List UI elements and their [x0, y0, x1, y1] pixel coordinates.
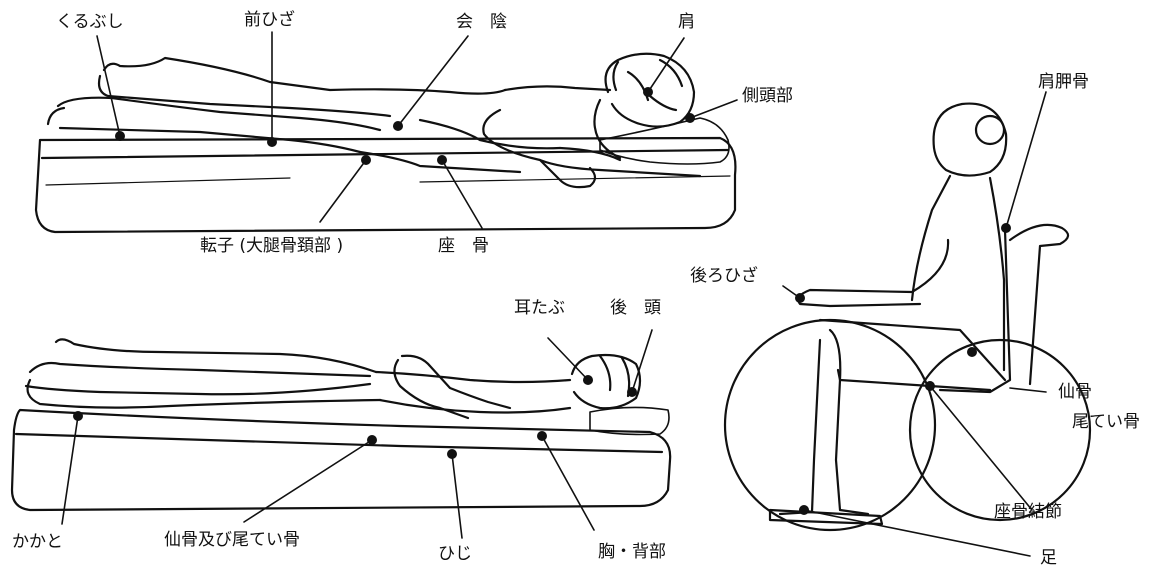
label-kenkoukotsu: 肩胛骨: [1038, 74, 1089, 91]
label-zakotsu-kessetsu: 座骨結節: [994, 504, 1062, 521]
marker-mae-hiza: [267, 137, 277, 147]
label-ushiro-hiza: 後ろひざ: [690, 268, 758, 285]
marker-koutou: [627, 387, 637, 397]
marker-kakato: [73, 411, 83, 421]
marker-zakotsu-kessetsu: [925, 381, 935, 391]
label-mae-hiza: 前ひざ: [244, 12, 295, 29]
label-mimitabu: 耳たぶ: [514, 300, 565, 317]
marker-zakotsu: [437, 155, 447, 165]
marker-mimitabu: [583, 375, 593, 385]
label-senkotsu: 仙骨: [1058, 384, 1092, 401]
marker-ashi: [799, 505, 809, 515]
marker-kata: [643, 87, 653, 97]
label-kurubushi: くるぶし: [56, 14, 124, 31]
label-ein: 会 陰: [456, 14, 507, 31]
label-biteikotsu: 尾てい骨: [1072, 414, 1140, 431]
supine-figure: [12, 339, 670, 510]
side-lying-figure: [36, 54, 735, 232]
label-tenshi: 転子 (大腿骨頚部 ): [200, 238, 343, 255]
wheelchair-figure: [725, 104, 1090, 530]
marker-senkotsu-biteikotsu: [367, 435, 377, 445]
label-kata: 肩: [678, 14, 695, 31]
marker-kenkoukotsu: [1001, 223, 1011, 233]
marker-sokutoubu: [685, 113, 695, 123]
label-hiji: ひじ: [438, 546, 472, 563]
marker-ein: [393, 121, 403, 131]
marker-kurubushi: [115, 131, 125, 141]
label-kakato: かかと: [12, 534, 63, 551]
label-koutou: 後 頭: [610, 300, 661, 317]
marker-senkotsu: [967, 347, 977, 357]
marker-mune-haibu: [537, 431, 547, 441]
marker-tenshi: [361, 155, 371, 165]
label-ashi: 足: [1040, 550, 1057, 567]
label-senkotsu-biteikotsu: 仙骨及び尾てい骨: [164, 532, 300, 549]
marker-ushiro-hiza: [795, 293, 805, 303]
label-mune-haibu: 胸・背部: [598, 544, 666, 561]
label-sokutoubu: 側頭部: [742, 88, 793, 105]
label-zakotsu-side: 座 骨: [438, 238, 489, 255]
marker-hiji: [447, 449, 457, 459]
